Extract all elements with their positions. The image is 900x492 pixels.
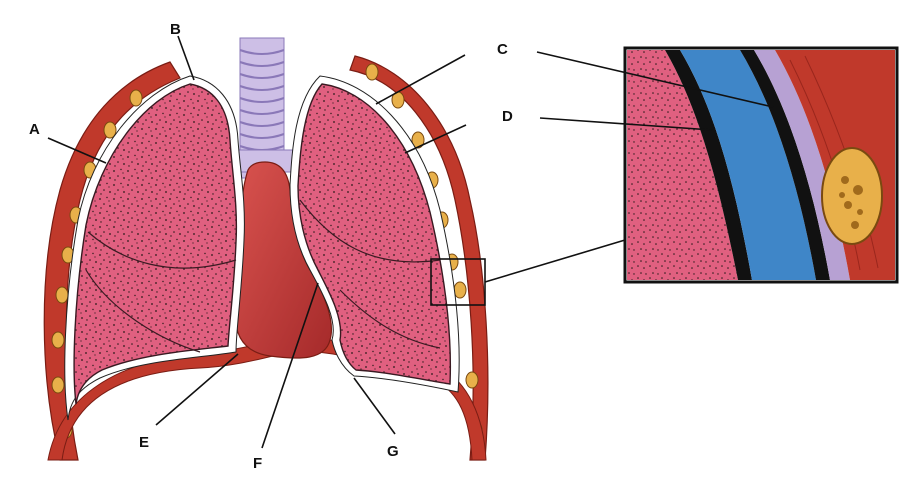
right-lung [297,83,452,385]
leader-e [155,353,239,426]
label-a: A [29,121,40,138]
label-b: B [170,21,181,38]
magnify-connector [484,239,626,283]
leader-a [47,137,107,164]
label-f: F [253,455,262,472]
leader-c-left [375,54,466,105]
leader-f [261,282,319,449]
label-d: D [502,108,513,125]
leader-lines [47,35,774,449]
leader-b [177,35,195,81]
leader-d-right [539,117,713,131]
leader-c-right [536,51,774,108]
leader-d-left [404,124,467,154]
leader-g [353,377,396,435]
inset-frame [623,46,899,284]
label-c: C [497,41,508,58]
left-lung [73,83,238,405]
label-e: E [139,434,149,451]
label-g: G [387,443,399,460]
inset-magnified-view [627,50,895,280]
